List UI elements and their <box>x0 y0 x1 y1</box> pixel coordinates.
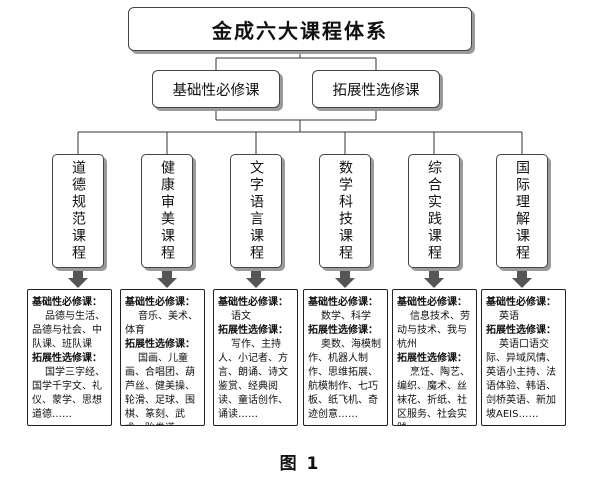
basic-content: 品德与生活、品德与社会、中队课、班队课 <box>32 311 105 350</box>
basic-content: 信息技术、劳动与技术、我与杭州 <box>397 311 470 350</box>
track-basic-required: 基础性必修课 <box>152 70 280 108</box>
pillar-label: 道德规范课程 <box>70 160 86 262</box>
pillar-label: 国际理解课程 <box>514 160 530 262</box>
basic-heading: 基础性必修课： <box>125 297 195 308</box>
pillar-label: 综合实践课程 <box>426 160 442 262</box>
course-detail-moral: 基础性必修课： 品德与生活、品德与社会、中队课、班队课 拓展性选修课： 国学三字… <box>27 289 112 426</box>
basic-content: 语文 <box>231 311 251 322</box>
pillar-label: 数学科技课程 <box>337 160 353 262</box>
track-extended-elective: 拓展性选修课 <box>312 70 440 108</box>
ext-heading: 拓展性选修课： <box>486 325 556 336</box>
course-detail-health: 基础性必修课： 音乐、美术、体育 拓展性选修课： 国画、儿童画、合唱团、葫芦丝、… <box>120 289 205 426</box>
arrow-down-icon <box>335 270 355 288</box>
pillar-comprehensive-practice: 综合实践课程 <box>408 154 460 268</box>
basic-content: 音乐、美术、体育 <box>125 311 198 336</box>
ext-heading: 拓展性选修课： <box>218 325 288 336</box>
pillar-language-literacy: 文字语言课程 <box>230 154 282 268</box>
pillar-label: 健康审美课程 <box>159 160 175 262</box>
arrow-down-icon <box>512 270 532 288</box>
arrow-down-icon <box>68 270 88 288</box>
ext-content: 国学三字经、国学千字文、礼仪、蒙学、思想道德…… <box>32 367 105 420</box>
figure-caption: 图 1 <box>279 454 321 474</box>
basic-heading: 基础性必修课： <box>218 297 288 308</box>
course-detail-practice: 基础性必修课： 信息技术、劳动与技术、我与杭州 拓展性选修课： 烹饪、陶艺、编织… <box>392 289 477 426</box>
ext-heading: 拓展性选修课： <box>32 353 102 364</box>
pillar-label: 文字语言课程 <box>248 160 264 262</box>
ext-content: 写作、主持人、小记者、方言、朗诵、诗文鉴赏、经典阅读、童话创作、诵读…… <box>218 339 288 420</box>
ext-content: 奥数、海模制作、机器人制作、思维拓展、航模制作、七巧板、纸飞机、奇迹创意…… <box>308 339 381 420</box>
basic-heading: 基础性必修课： <box>308 297 378 308</box>
basic-heading: 基础性必修课： <box>486 297 556 308</box>
ext-heading: 拓展性选修课： <box>308 325 378 336</box>
ext-content: 英语口语交际、异域风情、英语小主持、法语体验、韩语、剑桥英语、新加坡AEIS…… <box>486 339 556 420</box>
pillar-health-aesthetics: 健康审美课程 <box>141 154 193 268</box>
basic-content: 英语 <box>499 311 519 322</box>
ext-heading: 拓展性选修课： <box>125 339 195 350</box>
arrow-down-icon <box>246 270 266 288</box>
ext-content: 国画、儿童画、合唱团、葫芦丝、健美操、轮滑、足球、围棋、篆刻、武术、跆拳道…… <box>125 353 195 425</box>
course-detail-math: 基础性必修课： 数学、科学 拓展性选修课： 奥数、海模制作、机器人制作、思维拓展… <box>303 289 388 426</box>
pillar-international-understanding: 国际理解课程 <box>496 154 548 268</box>
arrow-down-icon <box>157 270 177 288</box>
basic-heading: 基础性必修课： <box>397 297 467 308</box>
basic-content: 数学、科学 <box>321 311 371 322</box>
course-detail-international: 基础性必修课： 英语 拓展性选修课： 英语口语交际、异域风情、英语小主持、法语体… <box>481 289 566 426</box>
pillar-moral-norms: 道德规范课程 <box>52 154 104 268</box>
ext-heading: 拓展性选修课： <box>397 353 467 364</box>
pillar-math-technology: 数学科技课程 <box>319 154 371 268</box>
diagram-title: 金成六大课程体系 <box>128 7 472 51</box>
ext-content: 烹饪、陶艺、编织、魔术、丝袜花、折纸、社区服务、社会实践…… <box>397 367 470 425</box>
basic-heading: 基础性必修课： <box>32 297 102 308</box>
course-detail-language: 基础性必修课： 语文 拓展性选修课： 写作、主持人、小记者、方言、朗诵、诗文鉴赏… <box>213 289 298 426</box>
arrow-down-icon <box>424 270 444 288</box>
